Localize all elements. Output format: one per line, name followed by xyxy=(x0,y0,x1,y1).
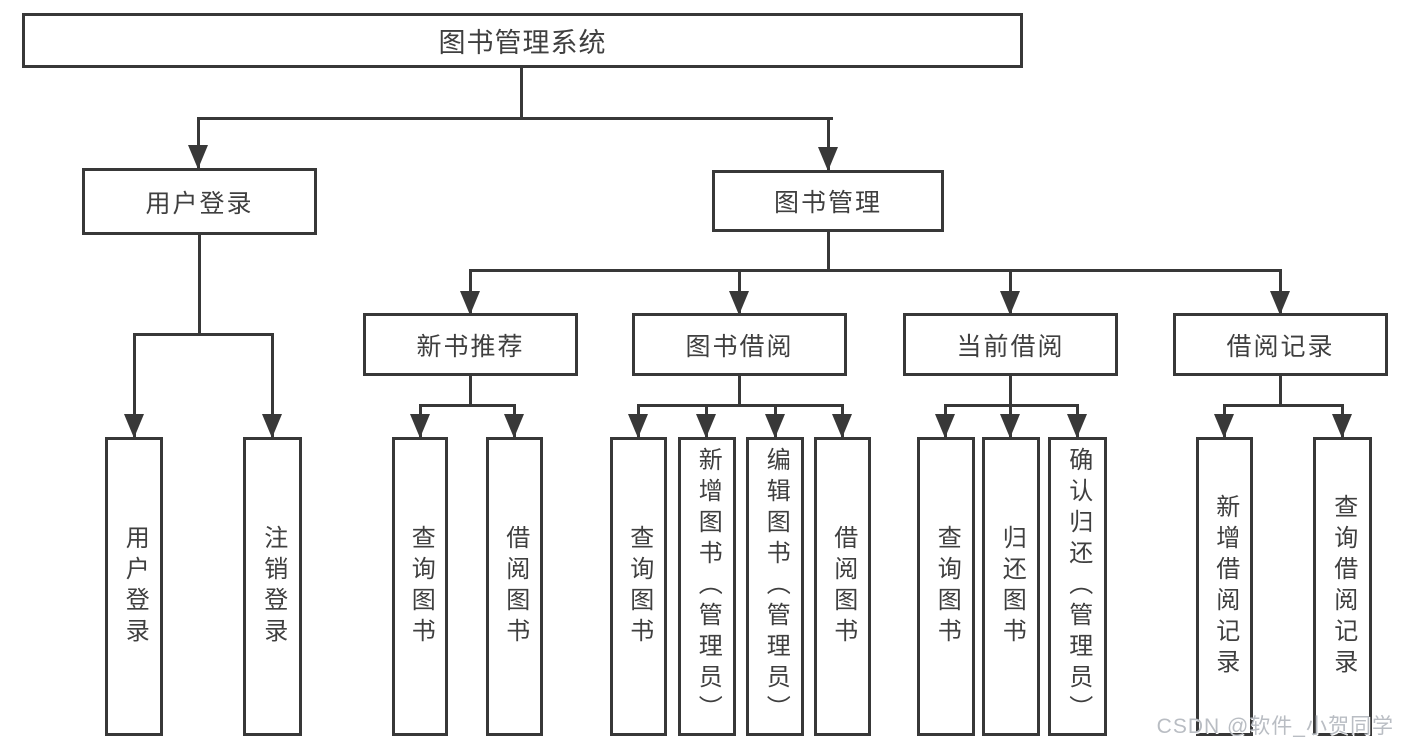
leaf-logout: 注销登录 xyxy=(243,437,302,736)
edge-user-login-arrowhead-2 xyxy=(262,414,282,438)
leaf-bb-edit-books-admin: 编辑图书（管理员） xyxy=(746,437,804,736)
edge-root-shaft-1 xyxy=(197,117,200,169)
leaf-label: 借阅图书 xyxy=(829,524,857,649)
csdn-watermark: CSDN @软件_小贺同学 xyxy=(1156,715,1394,738)
edge-user-login-shaft-1 xyxy=(133,333,136,438)
leaf-label: 编辑图书（管理员） xyxy=(762,447,790,726)
edge-book-mgmt-arrowhead-2 xyxy=(729,291,749,315)
edge-book-mgmt-stem xyxy=(827,232,830,272)
edge-user-login-arrowhead-1 xyxy=(124,414,144,438)
edge-nbr-stem xyxy=(469,376,472,406)
edge-book-mgmt-bar xyxy=(469,269,1281,272)
edge-bb-stem xyxy=(738,376,741,406)
edge-user-login-bar xyxy=(133,333,274,336)
leaf-label: 确认归还（管理员） xyxy=(1064,447,1092,726)
leaf-label: 查询图书 xyxy=(933,524,961,649)
edge-cb-bar xyxy=(945,404,1079,407)
edge-nbr-arrowhead-1 xyxy=(410,414,430,438)
leaf-label: 新增借阅记录 xyxy=(1211,493,1239,680)
leaf-br-add-borrow-record: 新增借阅记录 xyxy=(1196,437,1253,736)
leaf-cb-return-books: 归还图书 xyxy=(982,437,1040,736)
leaf-user-login: 用户登录 xyxy=(105,437,163,736)
edge-bb-arrowhead-1 xyxy=(628,414,648,438)
edge-bb-arrowhead-3 xyxy=(765,414,785,438)
node-user-login: 用户登录 xyxy=(82,168,317,235)
leaf-label: 归还图书 xyxy=(998,524,1026,649)
edge-cb-stem xyxy=(1009,376,1012,406)
edge-root-stem xyxy=(520,68,523,119)
node-book-management: 图书管理 xyxy=(712,170,944,232)
edge-root-shaft-2 xyxy=(827,117,830,171)
edge-nbr-bar xyxy=(419,404,516,407)
leaf-bb-borrow-books: 借阅图书 xyxy=(814,437,871,736)
edge-br-arrowhead-1 xyxy=(1214,414,1234,438)
leaf-bb-add-books-admin: 新增图书（管理员） xyxy=(678,437,736,736)
leaf-cb-query-books: 查询图书 xyxy=(917,437,975,736)
leaf-br-query-borrow-record: 查询借阅记录 xyxy=(1313,437,1372,736)
node-borrow-records: 借阅记录 xyxy=(1173,313,1388,376)
leaf-label: 注销登录 xyxy=(259,524,287,649)
leaf-label: 用户登录 xyxy=(121,524,149,649)
leaf-bb-query-books: 查询图书 xyxy=(610,437,667,736)
leaf-cb-confirm-return-admin: 确认归还（管理员） xyxy=(1048,437,1107,736)
edge-bb-arrowhead-4 xyxy=(832,414,852,438)
leaf-nbr-borrow-books: 借阅图书 xyxy=(486,437,543,736)
edge-user-login-shaft-2 xyxy=(271,333,274,438)
edge-cb-arrowhead-1 xyxy=(935,414,955,438)
node-root: 图书管理系统 xyxy=(22,13,1023,68)
edge-br-stem xyxy=(1279,376,1282,406)
edge-book-mgmt-arrowhead-4 xyxy=(1270,291,1290,315)
leaf-label: 查询借阅记录 xyxy=(1329,493,1357,680)
edge-nbr-arrowhead-2 xyxy=(504,414,524,438)
leaf-label: 查询图书 xyxy=(407,524,435,649)
edge-br-bar xyxy=(1223,404,1344,407)
leaf-label: 借阅图书 xyxy=(501,524,529,649)
edge-book-mgmt-arrowhead-1 xyxy=(460,291,480,315)
leaf-label: 新增图书（管理员） xyxy=(694,447,722,726)
edge-root-bar xyxy=(198,117,833,120)
edge-cb-arrowhead-2 xyxy=(1000,414,1020,438)
edge-cb-arrowhead-3 xyxy=(1067,414,1087,438)
leaf-nbr-query-books: 查询图书 xyxy=(392,437,448,736)
leaf-label: 查询图书 xyxy=(625,524,653,649)
edge-root-arrowhead-2 xyxy=(818,147,838,171)
edge-bb-arrowhead-2 xyxy=(696,414,716,438)
edge-bb-bar xyxy=(637,404,844,407)
node-new-book-recommend: 新书推荐 xyxy=(363,313,578,376)
node-current-borrow: 当前借阅 xyxy=(903,313,1118,376)
edge-br-arrowhead-2 xyxy=(1332,414,1352,438)
edge-book-mgmt-arrowhead-3 xyxy=(1000,291,1020,315)
node-book-borrow: 图书借阅 xyxy=(632,313,847,376)
edge-user-login-stem xyxy=(198,235,201,336)
edge-root-arrowhead-1 xyxy=(188,145,208,169)
